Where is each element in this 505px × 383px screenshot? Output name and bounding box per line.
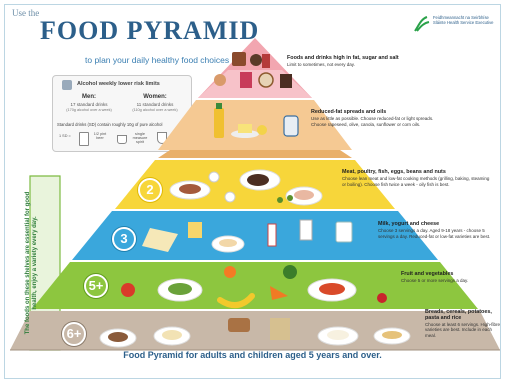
spread-foods [214,103,299,138]
alcohol-women-label: Women: [143,94,167,100]
page-title: FOOD PYRAMID [40,16,260,45]
use-the-text: Use the [12,8,40,18]
alcohol-men: Men: 17 standard drinks (170g alcohol ov… [59,94,119,112]
shelf-label-meat: Meat, poultry, fish, eggs, beans and nut… [342,169,492,187]
shelf-label-treats: Foods and drinks high in fat, sugar and … [287,55,447,68]
side-shelves-note: The foods on these shelves are essential… [25,191,38,335]
shelf-label-spreads: Reduced-fat spreads and oils Use as litt… [311,109,441,127]
shelf-spreads [158,100,352,150]
serving-badge-dairy: 3 [112,227,136,251]
footer-caption: Food Pyramid for adults and children age… [123,350,382,360]
fruit-veg-foods [121,265,387,309]
alcohol-men-note: (170g alcohol over a week) [66,108,112,112]
shelf-heading-breads: Breads, cereals, potatoes, pasta and ric… [425,309,492,321]
alcohol-women-note: (110g alcohol over a week) [132,108,178,112]
shelf-heading-spreads: Reduced-fat spreads and oils [311,109,387,115]
alcohol-standard-note: Standard drinks (SD) contain roughly 10g… [57,122,163,127]
serving-badge-breads: 6+ [62,322,86,346]
shelf-text-fruit-veg: Choose 5 or more servings a day. [401,277,469,283]
serving-badge-meat: 2 [138,178,162,202]
shelf-spreads-lip [158,150,352,158]
top-foods [214,52,292,88]
bread-foods [99,318,411,348]
shelf-text-meat: Choose lean meat and low-fat cooking met… [342,175,490,187]
shelf-top-light [198,70,312,98]
shelf-heading-fruit-veg: Fruit and vegetables [401,271,454,277]
dairy-foods [142,219,353,253]
shelf-text-breads: Choose at least 6 servings. High-fibre v… [425,321,501,339]
shelf-heading-treats: Foods and drinks high in fat, sugar and … [287,55,399,61]
measure-sd: 1 SD = [59,134,71,138]
alcohol-women-value: 11 standard drinks [136,102,174,107]
shelf-label-fruit-veg: Fruit and vegetables Choose 5 or more se… [401,271,499,284]
page-subtitle: to plan your daily healthy food choices [85,55,230,65]
wine-glass-icon [157,132,167,144]
poster-frame [4,4,501,379]
measure-spirit: single measure spirit [132,132,148,144]
alcohol-men-value: 17 standard drinks [70,102,108,107]
meat-foods [169,169,323,206]
hse-logo-mark [413,15,431,38]
shelf-fruit-veg [32,262,478,309]
shelf-label-dairy: Milk, yogurt and cheese Choose 3 serving… [378,221,498,239]
hse-logo-text: Feidhmeannacht na Seirbhíse Sláinte Heal… [433,15,494,25]
measure-beer: 1/2 pint beer [93,132,107,140]
serving-badge-fruit-veg: 5+ [84,274,108,298]
alcohol-glass-icon [62,80,72,90]
alcohol-women: Women: 11 standard drinks (110g alcohol … [125,94,185,112]
shelf-heading-meat: Meat, poultry, fish, eggs, beans and nut… [342,169,446,175]
shelf-heading-dairy: Milk, yogurt and cheese [378,221,440,227]
shelf-text-treats: Limit to sometimes, not every day. [287,61,355,67]
pint-icon [79,132,89,146]
alcohol-title: Alcohol weekly lower risk limits [77,81,160,87]
shelf-text-spreads: Use as little as possible. Choose reduce… [311,115,434,127]
alcohol-men-label: Men: [82,94,96,100]
alcohol-measures: 1 SD = 1/2 pint beer single measure spir… [59,130,187,148]
shelf-text-dairy: Choose 3 servings a day. Aged 9-18 years… [378,227,491,239]
spirit-glass-icon [117,135,127,144]
shelf-label-breads: Breads, cereals, potatoes, pasta and ric… [425,309,501,339]
